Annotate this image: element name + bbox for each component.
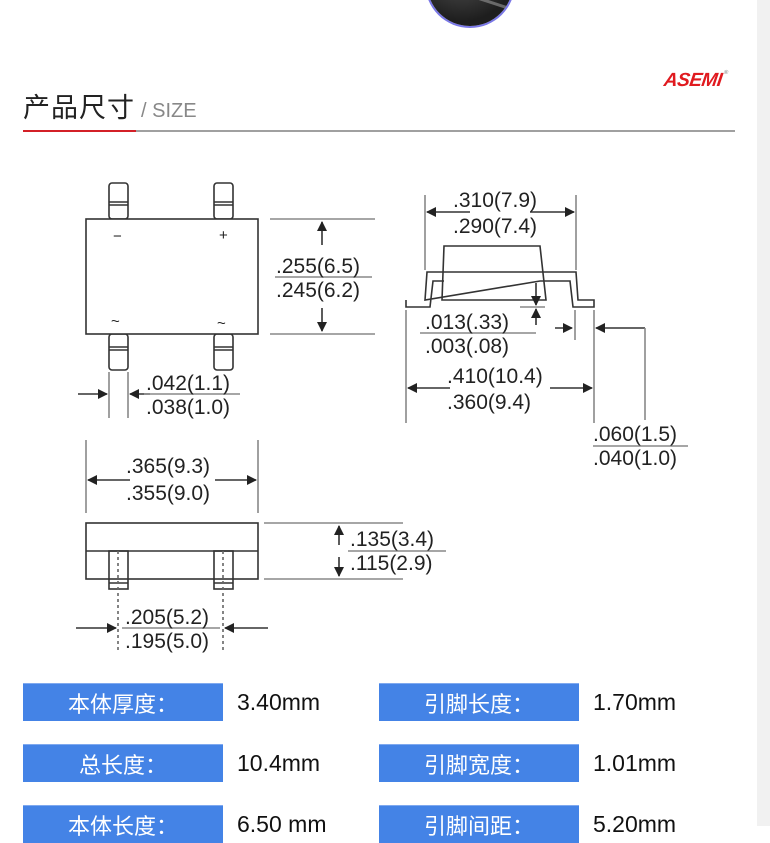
dim-body-length-min: .355(9.0) xyxy=(126,482,210,505)
page-scrollbar[interactable] xyxy=(757,0,770,826)
dim-body-width-max: .310(7.9) xyxy=(453,189,537,212)
spec-label: 引脚间距： xyxy=(379,805,579,843)
pin-label-positive: + xyxy=(219,227,228,244)
spec-label: 引脚宽度： xyxy=(379,744,579,782)
spec-value: 1.70mm xyxy=(593,688,677,715)
dim-body-length-max: .365(9.3) xyxy=(126,455,210,478)
pin-label-ac1: ~ xyxy=(111,313,120,330)
dim-pin-pitch-min: .195(5.0) xyxy=(125,630,209,653)
spec-body-thickness: 本体厚度： 3.40mm xyxy=(23,683,320,721)
dim-thickness-max: .135(3.4) xyxy=(350,528,434,551)
spec-label: 本体厚度： xyxy=(23,683,223,721)
spec-label: 本体长度： xyxy=(23,805,223,843)
side-view-body xyxy=(441,245,547,301)
brand-logo-text: ASEMI xyxy=(662,70,724,91)
spec-value: 6.50 mm xyxy=(237,810,327,837)
dimension-drawing: − + ~ ~ .255(6.5) .245(6.2) .042(1.1) .0… xyxy=(76,182,688,653)
dim-overall-length-max: .410(10.4) xyxy=(447,365,543,388)
pin-label-negative: − xyxy=(113,228,122,245)
dim-foot-length-max: .060(1.5) xyxy=(593,423,677,446)
section-title-en: / SIZE xyxy=(141,100,197,122)
dim-height-max: .255(6.5) xyxy=(276,255,360,278)
spec-label: 引脚长度： xyxy=(379,683,579,721)
dim-lead-width-max: .042(1.1) xyxy=(146,372,230,395)
section-title: 产品尺寸 / SIZE xyxy=(23,86,197,124)
dim-thickness-min: .115(2.9) xyxy=(350,552,433,575)
dim-standoff-min: .003(.08) xyxy=(425,335,509,358)
spec-value: 3.40mm xyxy=(237,688,321,715)
dim-pin-pitch-max: .205(5.2) xyxy=(125,606,209,629)
spec-lead-width: 引脚宽度： 1.01mm xyxy=(379,744,676,782)
title-divider-accent xyxy=(23,130,136,132)
dim-standoff-max: .013(.33) xyxy=(425,311,509,334)
dim-foot-length-min: .040(1.0) xyxy=(593,447,677,470)
section-title-cn: 产品尺寸 xyxy=(23,93,135,124)
dim-height-min: .245(6.2) xyxy=(276,279,360,302)
product-image xyxy=(427,0,513,26)
spec-lead-length: 引脚长度： 1.70mm xyxy=(379,683,676,721)
spec-total-length: 总长度： 10.4mm xyxy=(23,744,320,782)
spec-body-length: 本体长度： 6.50 mm xyxy=(23,805,326,843)
pin-labels: − + ~ ~ xyxy=(111,227,228,332)
title-divider xyxy=(23,130,735,132)
dim-overall-length-min: .360(9.4) xyxy=(447,391,531,414)
spec-value: 1.01mm xyxy=(593,749,677,776)
dim-lead-width-min: .038(1.0) xyxy=(146,396,230,419)
spec-value: 10.4mm xyxy=(237,749,321,776)
registered-mark: ® xyxy=(723,70,729,76)
brand-logo: ASEMI® xyxy=(662,70,729,92)
spec-value: 5.20mm xyxy=(593,810,677,837)
spec-label: 总长度： xyxy=(23,744,223,782)
pin-label-ac2: ~ xyxy=(217,315,226,332)
spec-lead-pitch: 引脚间距： 5.20mm xyxy=(379,805,676,843)
dim-body-width-min: .290(7.4) xyxy=(453,215,537,238)
top-view-body xyxy=(85,218,259,335)
